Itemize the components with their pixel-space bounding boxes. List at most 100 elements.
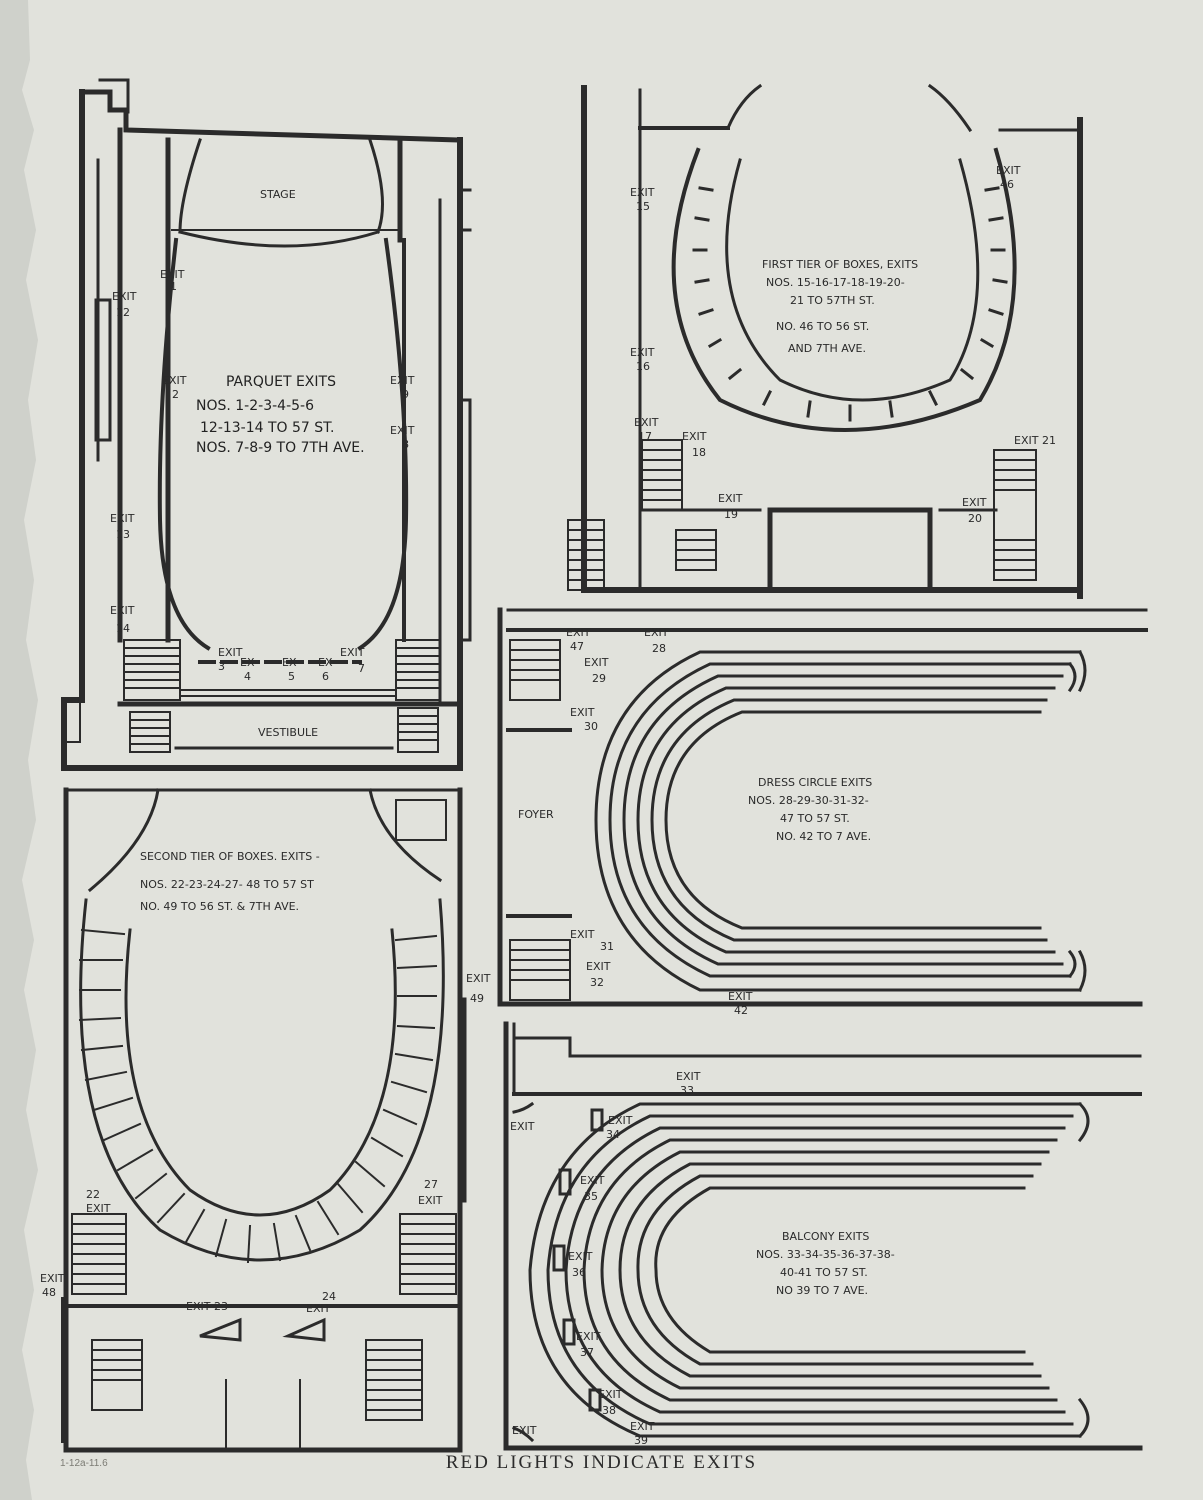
dress-circle-title: DRESS CIRCLE EXITS: [758, 776, 872, 789]
exit-word: EXIT: [390, 424, 415, 437]
exit-28: 28: [652, 642, 666, 655]
exit-20: 20: [968, 512, 982, 525]
exit-47: 47: [570, 640, 584, 653]
exit-48: 48: [42, 1286, 56, 1299]
exit-word: EXIT: [718, 492, 743, 505]
exit-32: 32: [590, 976, 604, 989]
first-tier-line4: AND 7TH AVE.: [788, 342, 866, 355]
exit-word: EXIT: [644, 626, 669, 639]
vestibule-label: VESTIBULE: [258, 726, 318, 739]
exit-17: 17: [638, 430, 652, 443]
ex-word: EX: [240, 656, 255, 669]
exit-word: EXIT: [512, 1424, 537, 1437]
foyer-label: FOYER: [518, 808, 554, 821]
parquet-line2: 12-13-14 TO 57 ST.: [200, 420, 335, 436]
exit-word: EXIT: [218, 646, 243, 659]
ex-word: EX: [318, 656, 333, 669]
exit-word: EXIT: [340, 646, 365, 659]
exit-29: 29: [592, 672, 606, 685]
exit-word: EXIT: [608, 1114, 633, 1127]
exit-word: EXIT: [110, 604, 135, 617]
exit-word: EXIT: [162, 374, 187, 387]
exit-word: EXIT: [570, 706, 595, 719]
first-tier-line1: NOS. 15-16-17-18-19-20-: [766, 276, 905, 289]
balcony-line3: NO 39 TO 7 AVE.: [776, 1284, 868, 1297]
exit-word: EXIT: [576, 1330, 601, 1343]
exit-21: EXIT 21: [1014, 434, 1056, 447]
exit-word: EXIT: [570, 928, 595, 941]
exit-word: EXIT: [630, 346, 655, 359]
dress-circle-plan: [497, 607, 1148, 1007]
exit-word: EXIT: [510, 1120, 535, 1133]
exit-word: EXIT: [586, 960, 611, 973]
dress-circle-line2: 47 TO 57 ST.: [780, 812, 850, 825]
exit-38: 38: [602, 1404, 616, 1417]
exit-word: EXIT: [466, 972, 491, 985]
torn-left-edge: [0, 0, 38, 1500]
stage-label: STAGE: [260, 188, 296, 201]
exit-13: 13: [116, 528, 130, 541]
exit-39: 39: [634, 1434, 648, 1447]
exit-46: 46: [1000, 178, 1014, 191]
exit-word: EXIT: [676, 1070, 701, 1083]
first-tier-title: FIRST TIER OF BOXES, EXITS: [762, 258, 918, 271]
balcony-title: BALCONY EXITS: [782, 1230, 869, 1243]
second-tier-plan: [61, 787, 467, 1453]
exit-22: 22: [86, 1188, 100, 1201]
exit-word: EXIT: [634, 416, 659, 429]
exit-word: EXIT: [630, 1420, 655, 1433]
exit-9: 9: [402, 388, 409, 401]
exit-word: EXIT: [306, 1302, 331, 1315]
exit-word: EXIT: [112, 290, 137, 303]
exit-37: 37: [580, 1346, 594, 1359]
first-tier-plan: [567, 83, 1083, 599]
exit-16: 16: [636, 360, 650, 373]
exit-24: 24: [322, 1290, 336, 1303]
exit-7: 7: [358, 662, 365, 675]
exit-15: 15: [636, 200, 650, 213]
second-tier-title: SECOND TIER OF BOXES. EXITS -: [140, 850, 320, 863]
exit-word: EXIT: [86, 1202, 111, 1215]
archive-mark: 1-12a-11.6: [60, 1458, 108, 1469]
exit-14: 14: [116, 622, 130, 635]
balcony-line1: NOS. 33-34-35-36-37-38-: [756, 1248, 895, 1261]
exit-8: 8: [402, 438, 409, 451]
exit-3: 3: [218, 660, 225, 673]
parquet-line1: NOS. 1-2-3-4-5-6: [196, 398, 314, 414]
exit-12: 12: [116, 306, 130, 319]
exit-31: 31: [600, 940, 614, 953]
first-tier-line3: NO. 46 TO 56 ST.: [776, 320, 869, 333]
exit-word: EXIT: [390, 374, 415, 387]
exit-word: EXIT: [568, 1250, 593, 1263]
exit-5: 5: [288, 670, 295, 683]
footer-caption: RED LIGHTS INDICATE EXITS: [445, 1452, 758, 1473]
exit-35: 35: [584, 1190, 598, 1203]
exit-word: EXIT: [566, 626, 591, 639]
second-tier-line2: NO. 49 TO 56 ST. & 7TH AVE.: [140, 900, 299, 913]
dress-circle-line3: NO. 42 TO 7 AVE.: [776, 830, 871, 843]
parquet-plan: [61, 78, 472, 771]
exit-word: EXIT: [584, 656, 609, 669]
exit-2: 2: [172, 388, 179, 401]
plan-labels: STAGE VESTIBULE PARQUET EXITS NOS. 1-2-3…: [40, 164, 1056, 1447]
exit-word: EXIT: [40, 1272, 65, 1285]
exit-19: 19: [724, 508, 738, 521]
exit-word: EXIT: [630, 186, 655, 199]
exit-27: 27: [424, 1178, 438, 1191]
ex-word: EX: [282, 656, 297, 669]
exit-word: EXIT: [728, 990, 753, 1003]
balcony-plan: [503, 1021, 1143, 1451]
exit-word: EXIT: [580, 1174, 605, 1187]
exit-word: EXIT: [682, 430, 707, 443]
exit-word: EXIT: [962, 496, 987, 509]
exit-word: EXIT: [110, 512, 135, 525]
exit-34: 34: [606, 1128, 620, 1141]
exit-49: 49: [470, 992, 484, 1005]
exit-4: 4: [244, 670, 251, 683]
exit-42: 42: [734, 1004, 748, 1017]
exit-word: EXIT: [418, 1194, 443, 1207]
exit-18: 18: [692, 446, 706, 459]
exit-30: 30: [584, 720, 598, 733]
exit-word: EXIT: [160, 268, 185, 281]
